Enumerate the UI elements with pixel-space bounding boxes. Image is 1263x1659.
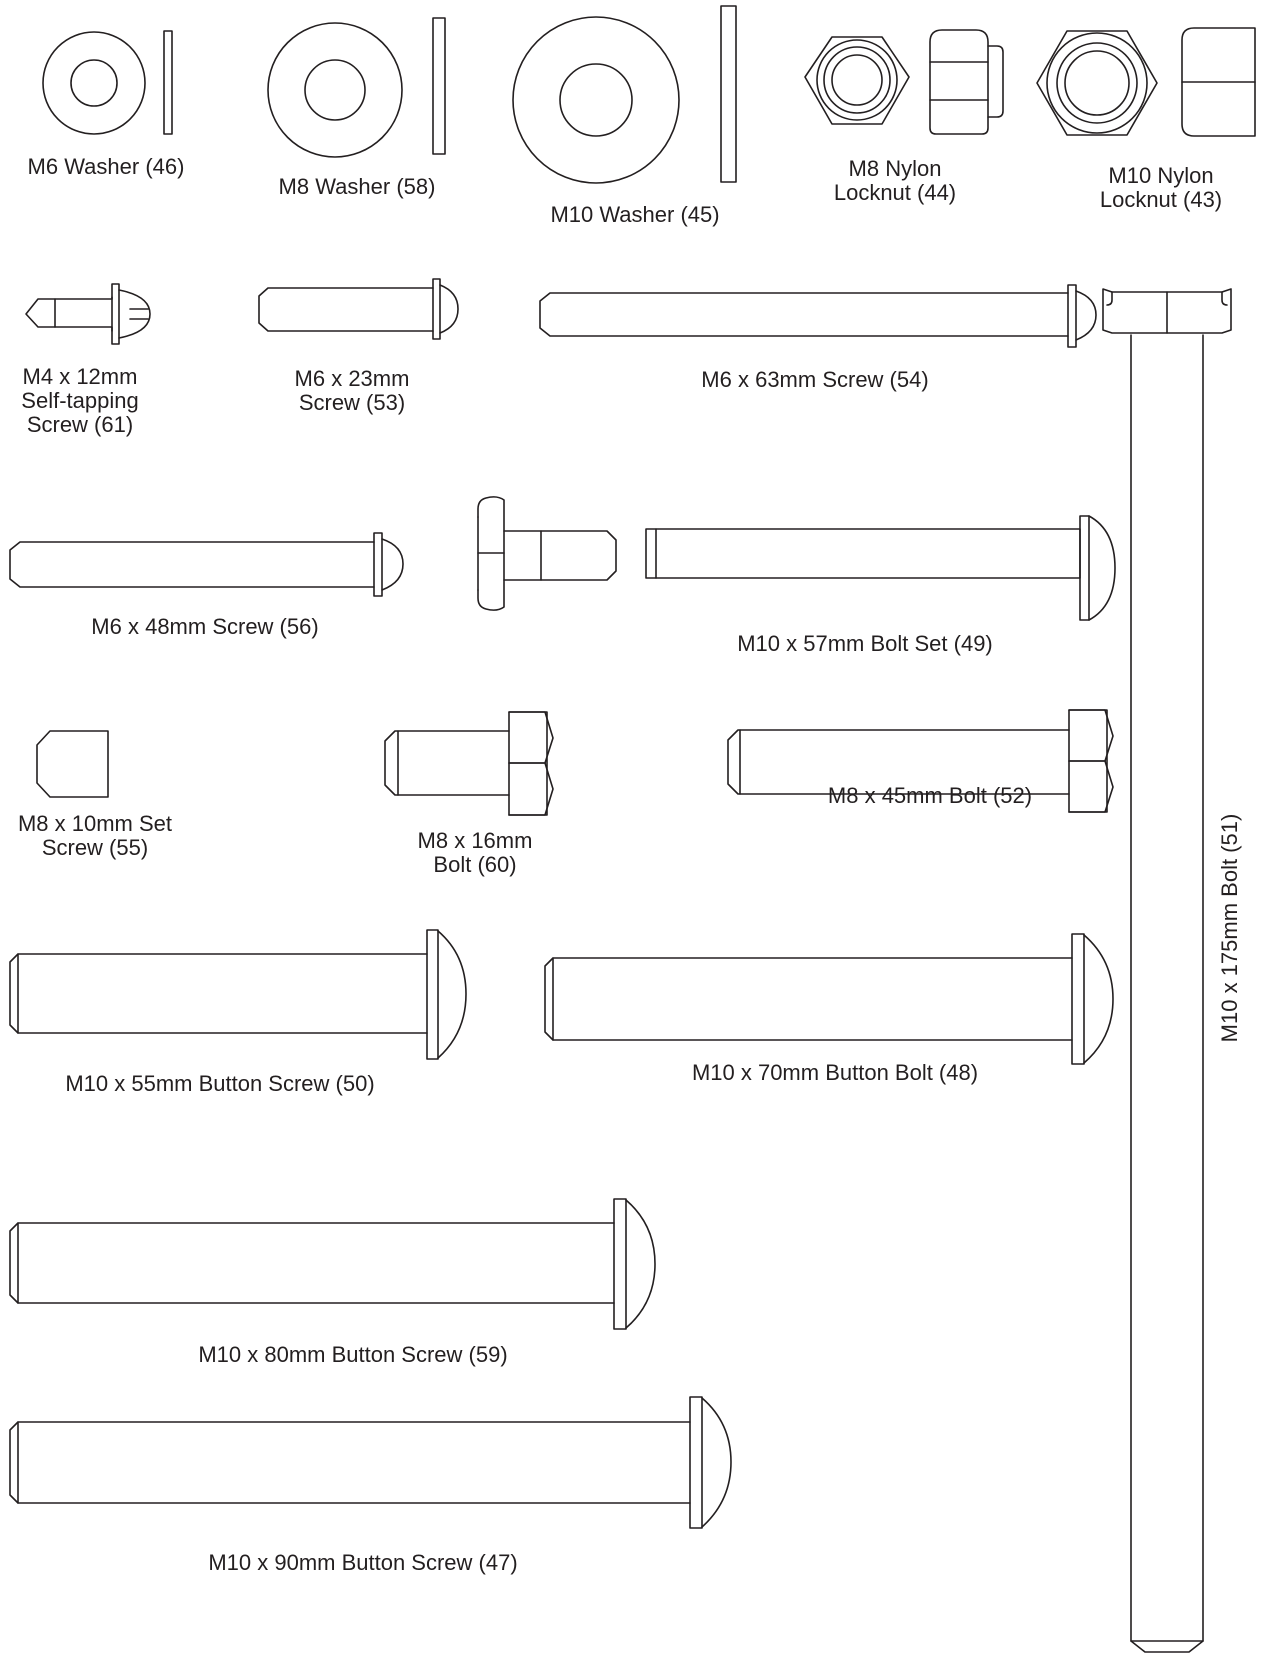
m10-90mm-button-screw-drawing [9, 1396, 732, 1529]
m6-washer-drawing [42, 30, 173, 135]
m10-175mm-bolt-label: M10 x 175mm Bolt (51) [1217, 813, 1242, 1043]
m10-80mm-button-screw-drawing [9, 1198, 656, 1330]
m6-23mm-screw-drawing [258, 278, 459, 340]
m6-washer-label: M6 Washer (46) [27, 154, 185, 179]
m10-55mm-button-screw-label: M10 x 55mm Button Screw (50) [65, 1071, 375, 1096]
m8-10mm-set-screw-drawing [36, 730, 109, 798]
m10-washer-drawing [512, 5, 737, 184]
m8-16mm-bolt-label: M8 x 16mm Bolt (60) [417, 828, 533, 877]
m10-washer-label: M10 Washer (45) [550, 202, 720, 227]
m8-45mm-bolt-label: M8 x 45mm Bolt (52) [827, 783, 1033, 808]
m10-70mm-button-bolt-drawing [544, 933, 1114, 1065]
m4-self-tapping-screw-label: M4 x 12mm Self-tapping Screw (61) [21, 364, 139, 437]
m8-16mm-bolt-drawing [384, 711, 554, 816]
m10-57mm-bolt-set-label: M10 x 57mm Bolt Set (49) [737, 631, 993, 656]
m6-23mm-screw-label: M6 x 23mm Screw (53) [294, 366, 410, 415]
m6-63mm-screw-label: M6 x 63mm Screw (54) [701, 367, 929, 392]
m6-63mm-screw-drawing [539, 284, 1097, 348]
m10-80mm-button-screw-label: M10 x 80mm Button Screw (59) [198, 1342, 508, 1367]
m10-57mm-bolt-set-drawing [477, 496, 1116, 621]
m10-175mm-bolt-drawing [1102, 288, 1232, 1653]
m10-70mm-button-bolt-label: M10 x 70mm Button Bolt (48) [691, 1060, 979, 1085]
m8-10mm-set-screw-label: M8 x 10mm Set Screw (55) [17, 811, 173, 860]
m10-nylon-locknut-label: M10 Nylon Locknut (43) [1099, 163, 1223, 212]
m10-55mm-button-screw-drawing [9, 929, 467, 1060]
m10-nylon-locknut-drawing [1036, 27, 1256, 137]
m6-48mm-screw-label: M6 x 48mm Screw (56) [91, 614, 319, 639]
m8-45mm-bolt-drawing [727, 709, 1114, 813]
m6-48mm-screw-drawing [9, 532, 404, 597]
m8-washer-label: M8 Washer (58) [278, 174, 436, 199]
m4-self-tapping-screw-drawing [25, 283, 151, 345]
m8-washer-drawing [267, 17, 446, 158]
m8-nylon-locknut-drawing [804, 29, 1004, 135]
m8-nylon-locknut-label: M8 Nylon Locknut (44) [833, 156, 957, 205]
m10-90mm-button-screw-label: M10 x 90mm Button Screw (47) [208, 1550, 518, 1575]
